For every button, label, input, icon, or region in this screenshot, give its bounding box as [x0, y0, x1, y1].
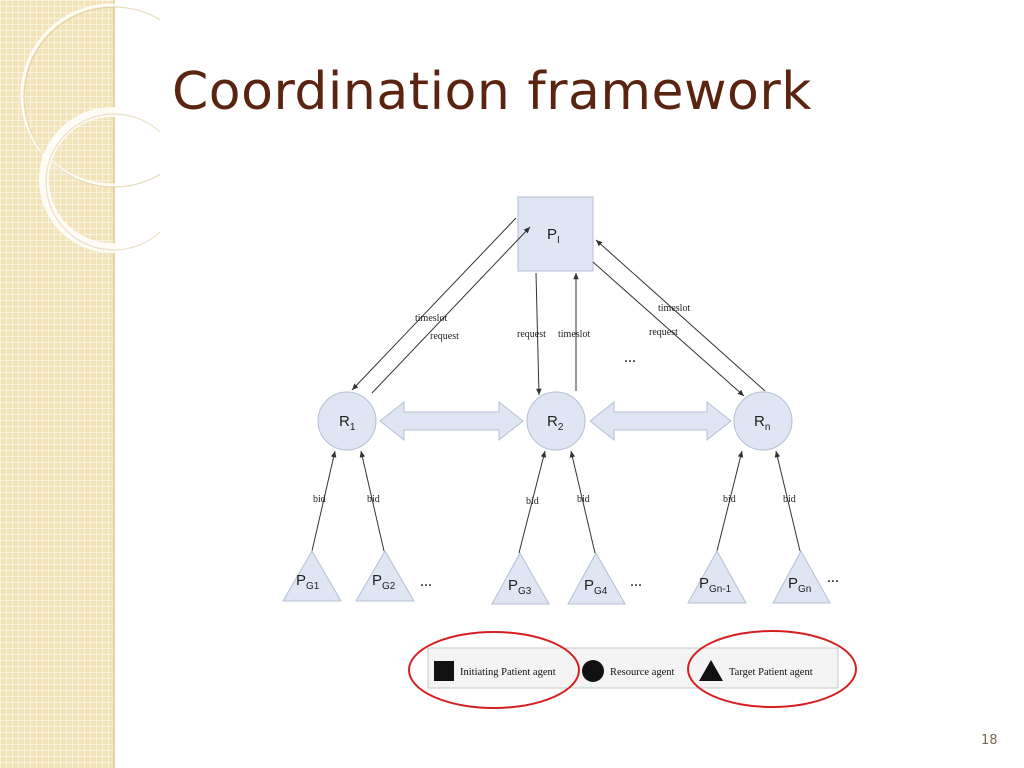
- label-bid-gn: bid: [783, 494, 796, 505]
- slide-title: Coordination framework: [172, 62, 812, 122]
- bid-edge-g2: [359, 450, 385, 552]
- edge-request-r1: [371, 226, 531, 394]
- edge-request-rn: [592, 261, 745, 397]
- target-label-g2: PG2: [372, 572, 396, 592]
- resource-label-r2: R2: [547, 413, 564, 433]
- label-bid-gn-1: bid: [723, 494, 736, 505]
- legend: Initiating Patient agent Resource agent …: [408, 630, 857, 709]
- resource-label-r1: R1: [339, 413, 356, 433]
- label-timeslot-rn: timeslot: [658, 303, 690, 314]
- highlight-circle-target: [687, 630, 857, 708]
- ellipsis-gn: ...: [827, 569, 839, 586]
- double-arrow-r2-rn: [589, 400, 732, 442]
- ellipsis-g2: ...: [420, 573, 432, 590]
- resource-label-rn: Rn: [754, 413, 770, 433]
- legend-initiating-label: Initiating Patient agent: [460, 667, 556, 678]
- legend-triangle-icon: [699, 660, 723, 681]
- edge-request-r2: [535, 272, 542, 396]
- initiating-patient-label: PI: [547, 226, 560, 246]
- label-bid-g2: bid: [367, 494, 380, 505]
- edge-timeslot-rn: [595, 239, 766, 392]
- label-request-rn: request: [649, 327, 678, 338]
- bid-edge-g3: [518, 450, 547, 554]
- ellipsis-g4: ...: [630, 573, 642, 590]
- decorative-rings: [20, 3, 160, 253]
- label-timeslot-r1: timeslot: [415, 313, 447, 324]
- edge-timeslot-r1: [351, 217, 517, 391]
- sidebar-divider: [113, 0, 115, 768]
- legend-circle-icon: [582, 660, 604, 682]
- target-node-g4: [567, 551, 626, 605]
- label-timeslot-r2: timeslot: [558, 329, 590, 340]
- deco-ring-small-shadow: [45, 113, 160, 251]
- legend-target-label: Target Patient agent: [729, 667, 813, 678]
- target-node-gn-1: [687, 549, 747, 604]
- slide-number: 18: [981, 733, 998, 748]
- legend-resource-label: Resource agent: [610, 667, 675, 678]
- label-bid-g1: bid: [313, 494, 326, 505]
- label-request-r2: request: [517, 329, 546, 340]
- target-node-g2: [355, 550, 415, 602]
- legend-box: [427, 647, 839, 689]
- highlight-circle-initiating: [408, 631, 580, 709]
- deco-ring-large: [20, 3, 160, 187]
- bid-edge-g4: [569, 450, 596, 554]
- resource-node-r1: [317, 391, 377, 451]
- target-node-g1: [282, 550, 342, 602]
- label-request-r1: request: [430, 331, 459, 342]
- deco-ring-small: [39, 107, 160, 253]
- resource-node-r2: [526, 391, 586, 451]
- ellipsis-top: ...: [624, 349, 636, 366]
- double-arrow-r1-r2: [379, 400, 524, 442]
- target-node-gn: [772, 549, 831, 604]
- label-bid-g4: bid: [577, 494, 590, 505]
- target-label-gn-1: PGn-1: [699, 575, 732, 595]
- bid-edge-gn-1: [716, 450, 744, 552]
- bid-edge-g1: [311, 450, 337, 552]
- deco-ring-large-shadow: [23, 6, 160, 188]
- resource-node-rn: [733, 391, 793, 451]
- sidebar-pattern: [0, 0, 113, 768]
- target-label-g1: PG1: [296, 572, 320, 592]
- target-label-gn: PGn: [788, 575, 811, 595]
- legend-square-icon: [434, 661, 454, 681]
- bid-edge-gn: [774, 450, 801, 552]
- initiating-patient-node: [517, 196, 594, 272]
- legend-occlusion: [683, 652, 697, 684]
- target-label-g3: PG3: [508, 577, 532, 597]
- target-label-g4: PG4: [584, 577, 608, 597]
- target-node-g3: [491, 551, 550, 605]
- label-bid-g3: bid: [526, 496, 539, 507]
